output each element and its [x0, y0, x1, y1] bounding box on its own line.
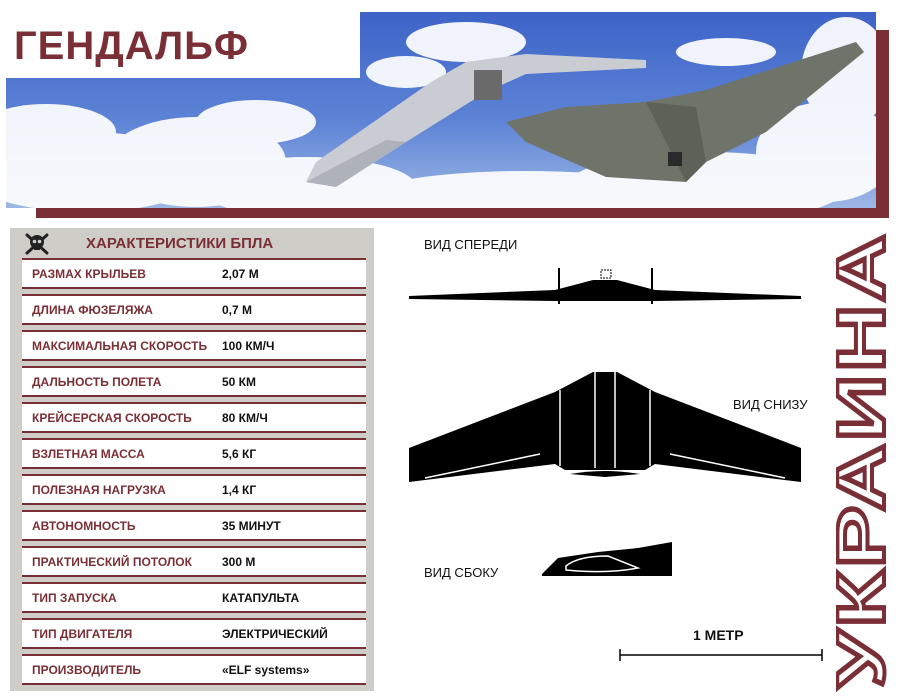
specs-header: ХАРАКТЕРИСТИКИ БПЛА [10, 228, 374, 258]
spec-row: МАКСИМАЛЬНАЯ СКОРОСТЬ 100 КМ/Ч [22, 330, 366, 361]
spec-label: ВЗЛЕТНАЯ МАССА [32, 447, 145, 461]
spec-label: ТИП ЗАПУСКА [32, 591, 117, 605]
spec-value: КАТАПУЛЬТА [222, 591, 300, 605]
front-view-label: ВИД СПЕРЕДИ [424, 237, 518, 252]
spec-row: РАЗМАХ КРЫЛЬЕВ 2,07 М [22, 258, 366, 289]
bottom-view-label: ВИД СНИЗУ [733, 397, 808, 412]
spec-row: ТИП ДВИГАТЕЛЯ ЭЛЕКТРИЧЕСКИЙ [22, 618, 366, 649]
spec-label: ПРАКТИЧЕСКИЙ ПОТОЛОК [32, 555, 192, 569]
bottom-view-drawing [409, 372, 801, 482]
scale-label: 1 МЕТР [693, 627, 744, 643]
side-view-drawing [542, 542, 672, 576]
spec-label: РАЗМАХ КРЫЛЬЕВ [32, 267, 146, 281]
side-text: УКРАИНА [836, 232, 896, 688]
spec-value: 50 КМ [222, 375, 257, 389]
banner-scene [6, 17, 876, 208]
spec-value: 0,7 М [222, 303, 253, 317]
clouds [6, 17, 876, 208]
specs-title: ХАРАКТЕРИСТИКИ БПЛА [86, 235, 274, 252]
side-view-label: ВИД СБОКУ [424, 565, 499, 580]
specs-panel: ХАРАКТЕРИСТИКИ БПЛА РАЗМАХ КРЫЛЬЕВ 2,07 … [10, 228, 374, 691]
spec-value: «ELF systems» [222, 663, 310, 677]
spec-label: ДЛИНА ФЮЗЕЛЯЖА [32, 303, 153, 317]
spec-label: ДАЛЬНОСТЬ ПОЛЕТА [32, 375, 162, 389]
spec-row: ПРОИЗВОДИТЕЛЬ «ELF systems» [22, 654, 366, 685]
spec-row: ДЛИНА ФЮЗЕЛЯЖА 0,7 М [22, 294, 366, 325]
spec-row: КРЕЙСЕРСКАЯ СКОРОСТЬ 80 КМ/Ч [22, 402, 366, 433]
spec-value: 100 КМ/Ч [222, 339, 275, 353]
spec-value: ЭЛЕКТРИЧЕСКИЙ [222, 627, 328, 641]
banner-corner [6, 12, 360, 78]
spec-value: 2,07 М [222, 267, 259, 281]
spec-label: ТИП ДВИГАТЕЛЯ [32, 627, 133, 641]
spec-row: АВТОНОМНОСТЬ 35 МИНУТ [22, 510, 366, 541]
spec-label: КРЕЙСЕРСКАЯ СКОРОСТЬ [32, 411, 192, 425]
spec-label: МАКСИМАЛЬНАЯ СКОРОСТЬ [32, 339, 208, 353]
spec-value: 5,6 КГ [222, 447, 257, 461]
drone-light [306, 54, 646, 187]
drone-dark [506, 42, 864, 182]
spec-label: АВТОНОМНОСТЬ [32, 519, 136, 533]
scale-bar [619, 649, 823, 661]
spec-value: 80 КМ/Ч [222, 411, 268, 425]
spec-row: ПОЛЕЗНАЯ НАГРУЗКА 1,4 КГ [22, 474, 366, 505]
banner-photo [6, 12, 876, 208]
page-title: ГЕНДАЛЬФ [14, 24, 250, 68]
vertical-country-word: УКРАИНА [836, 230, 896, 690]
spec-label: ПОЛЕЗНАЯ НАГРУЗКА [32, 483, 166, 497]
front-view-drawing [409, 268, 801, 304]
spec-row: ПРАКТИЧЕСКИЙ ПОТОЛОК 300 М [22, 546, 366, 577]
spec-value: 300 М [222, 555, 256, 569]
spec-row: ТИП ЗАПУСКА КАТАПУЛЬТА [22, 582, 366, 613]
spec-row: ДАЛЬНОСТЬ ПОЛЕТА 50 КМ [22, 366, 366, 397]
skull-crossbones-icon [25, 233, 49, 255]
spec-value: 35 МИНУТ [222, 519, 281, 533]
spec-value: 1,4 КГ [222, 483, 257, 497]
spec-row: ВЗЛЕТНАЯ МАССА 5,6 КГ [22, 438, 366, 469]
spec-label: ПРОИЗВОДИТЕЛЬ [32, 663, 142, 677]
